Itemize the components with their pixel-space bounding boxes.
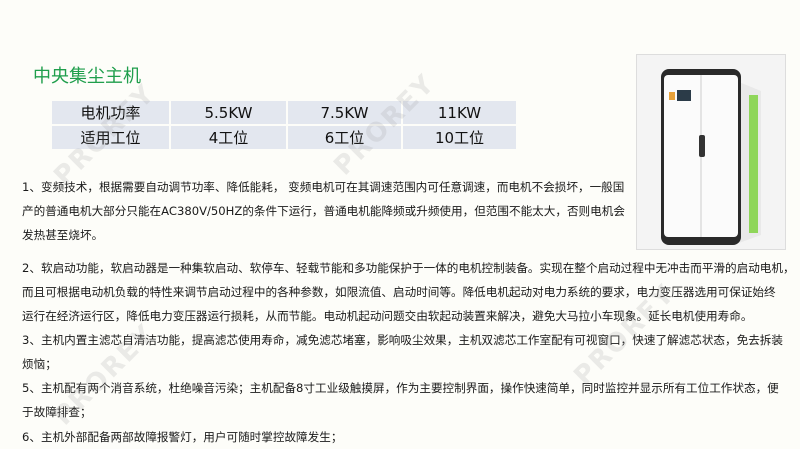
table-row: 电机功率 5.5KW 7.5KW 11KW (52, 101, 516, 124)
paragraph-line: 2、软启动功能，软启动器是一种集软启动、软停车、轻载节能和多功能保护于一体的电机… (22, 261, 795, 275)
paragraph-line: 发热甚至烧坏。 (22, 228, 104, 242)
table-cell: 适用工位 (52, 126, 169, 149)
page-title: 中央集尘主机 (33, 66, 141, 87)
paragraph-2: 2、软启动功能，软启动器是一种集软启动、软停车、轻载节能和多功能保护于一体的电机… (22, 256, 795, 328)
paragraph-line: 6、主机外部配备两部故障报警灯，用户可随时掌控故障发生； (22, 430, 343, 444)
table-cell: 7.5KW (288, 101, 401, 124)
spec-table: 电机功率 5.5KW 7.5KW 11KW 适用工位 4工位 6工位 10工位 (50, 99, 518, 151)
paragraph-5: 5、主机配有两个消音系统，杜绝噪音污染；主机配备8寸工业级触摸屏，作为主要控制界… (22, 376, 779, 424)
paragraph-line: 运行在经济运行区，降低电力变压器运行损耗，从而节能。电动机起动问题交由软起动装置… (22, 309, 753, 323)
paragraph-6: 6、主机外部配备两部故障报警灯，用户可随时掌控故障发生； (22, 425, 342, 449)
paragraph-line: 于故障排查； (22, 405, 92, 419)
paragraph-line: 产的普通电机大部分只能在AC380V/50HZ的条件下运行，普通电机能降频或升频… (22, 204, 625, 218)
paragraph-line: 5、主机配有两个消音系统，杜绝噪音污染；主机配备8寸工业级触摸屏，作为主要控制界… (22, 381, 779, 395)
table-cell: 6工位 (288, 126, 401, 149)
paragraph-line: 烦恼； (22, 357, 57, 371)
paragraph-line: 1、变频技术，根据需要自动调节功率、降低能耗， 变频电机可在其调速范围内可任意调… (22, 180, 625, 194)
paragraph-3: 3、主机内置主滤芯自清洁功能，提高滤芯使用寿命，减免滤芯堵塞，影响吸尘效果，主机… (22, 328, 783, 376)
table-cell: 10工位 (403, 126, 516, 149)
dust-collector-cabinet-icon (637, 55, 785, 249)
table-cell: 11KW (403, 101, 516, 124)
table-cell: 5.5KW (171, 101, 286, 124)
table-cell: 电机功率 (52, 101, 169, 124)
paragraph-1: 1、变频技术，根据需要自动调节功率、降低能耗， 变频电机可在其调速范围内可任意调… (22, 175, 625, 247)
paragraph-line: 而且可根据电动机负载的特性来调节启动过程中的各种参数，如限流值、启动时间等。降低… (22, 285, 776, 299)
paragraph-line: 3、主机内置主滤芯自清洁功能，提高滤芯使用寿命，减免滤芯堵塞，影响吸尘效果，主机… (22, 333, 783, 347)
table-cell: 4工位 (171, 126, 286, 149)
product-image (636, 54, 786, 250)
table-row: 适用工位 4工位 6工位 10工位 (52, 126, 516, 149)
